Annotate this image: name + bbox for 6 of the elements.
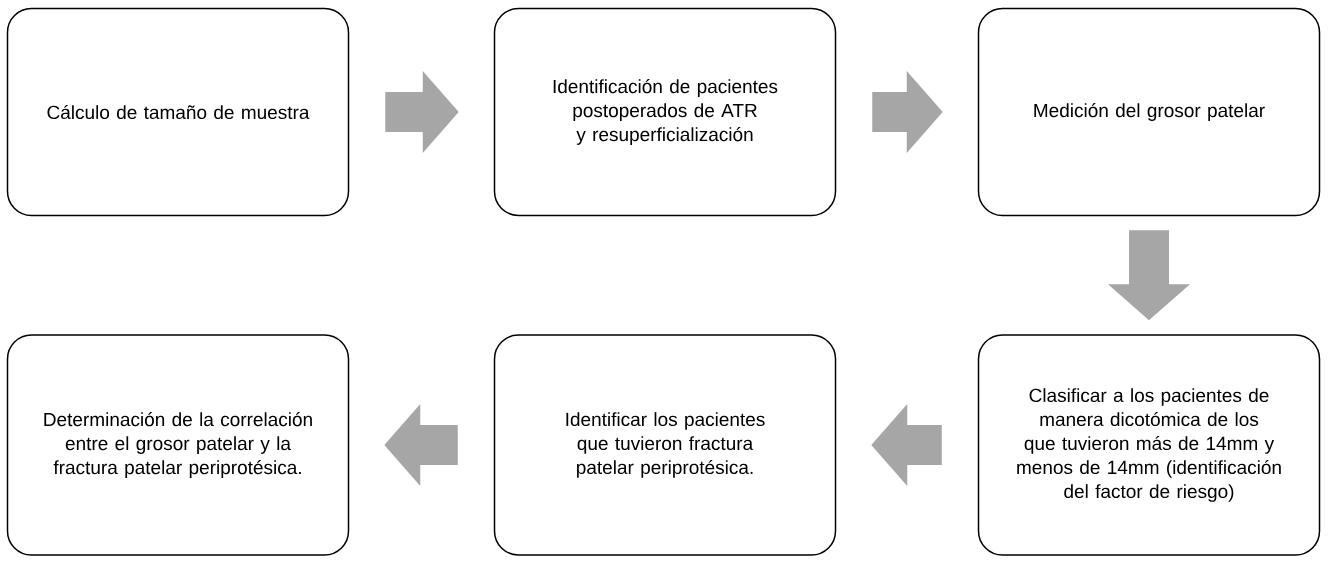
process-box: Determinación de la correlación entre el grosor patelar y la fractura patelar periprotésica.: [6, 334, 350, 556]
process-box: Clasificar a los pacientes de manera dicotómica de los que tuvieron más de 14mm y menos de 14mm (identificación del factor de riesgo): [977, 334, 1321, 556]
process-box: Cálculo de tamaño de muestra: [6, 7, 350, 217]
process-box: Identificación de pacientes postoperados de ATR y resuperficialización: [493, 7, 837, 217]
process-box: Identificar los pacientes que tuvieron fractura patelar periprotésica.: [493, 334, 837, 556]
process-box: Medición del grosor patelar: [977, 7, 1321, 217]
